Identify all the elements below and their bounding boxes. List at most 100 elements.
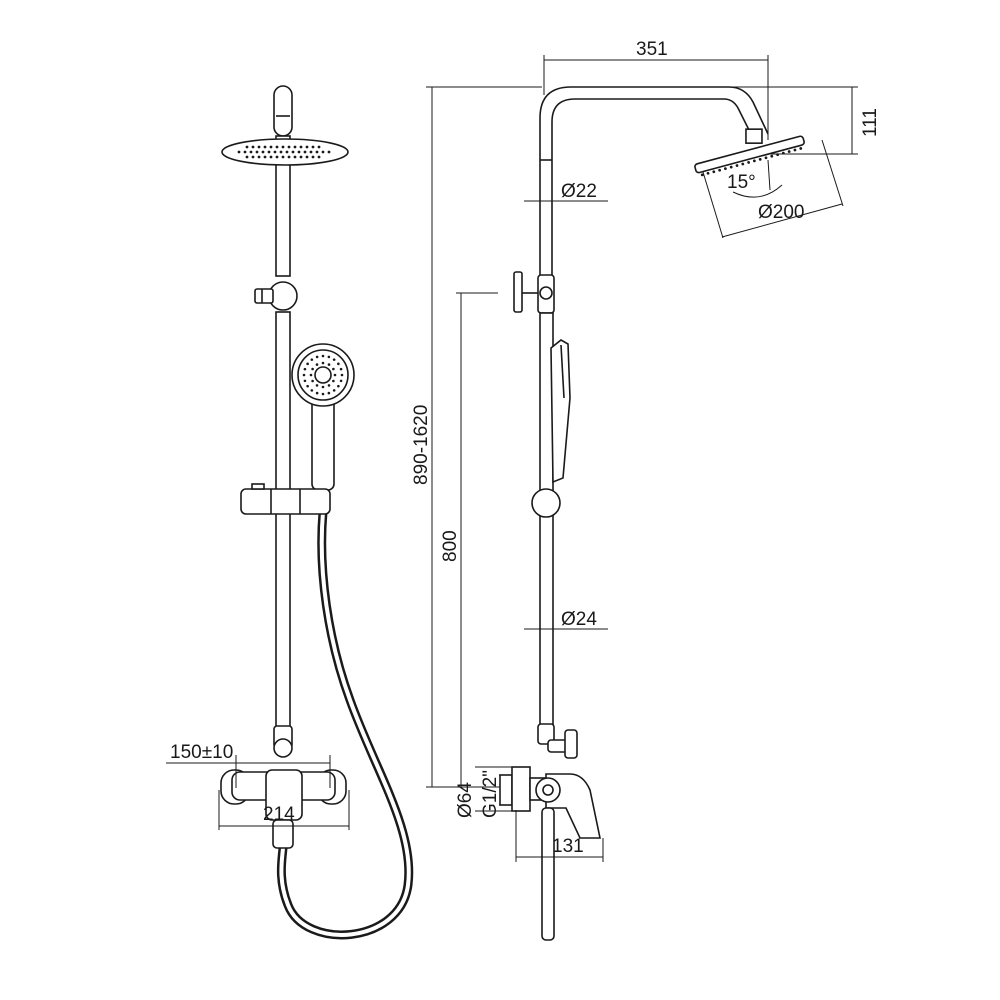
nozzle-dot bbox=[309, 373, 313, 377]
dimension-head-tilt: 15° Ø200 bbox=[702, 139, 844, 239]
nozzle-dot bbox=[287, 155, 291, 159]
nozzle-dot bbox=[303, 379, 307, 383]
nozzle-dot bbox=[700, 173, 704, 177]
nozzle-dot bbox=[327, 384, 331, 387]
mixer-projection-label: 131 bbox=[552, 836, 584, 857]
upper-pipe bbox=[275, 135, 291, 277]
nozzle-dot bbox=[339, 379, 343, 383]
nozzle-dot bbox=[793, 148, 797, 152]
nozzle-dot bbox=[305, 155, 309, 159]
nozzle-dot bbox=[287, 145, 291, 149]
nozzle-dot bbox=[261, 150, 265, 154]
nozzle-dot bbox=[321, 150, 325, 154]
bath-mixer-front[interactable] bbox=[220, 769, 347, 849]
dimension-mixer-projection: 131 bbox=[515, 810, 604, 862]
nozzle-dot bbox=[315, 384, 319, 387]
riser-top-cap bbox=[273, 85, 293, 137]
nozzle-dot bbox=[293, 145, 297, 149]
nozzle-dot bbox=[306, 384, 309, 388]
dimension-head-drop: 111 bbox=[730, 86, 881, 155]
overhead-shower-head-front bbox=[221, 138, 349, 166]
overhead-shower-head-side bbox=[694, 128, 805, 177]
head-tilt-label: 15° bbox=[727, 172, 756, 193]
nozzle-dot bbox=[281, 145, 285, 149]
nozzle-dot bbox=[321, 354, 325, 358]
nozzle-dot bbox=[245, 155, 249, 159]
mixer-side[interactable] bbox=[499, 766, 601, 941]
nozzle-dot bbox=[281, 155, 285, 159]
nozzle-dot bbox=[333, 373, 337, 377]
slider-side[interactable] bbox=[531, 488, 561, 518]
connector-side bbox=[537, 723, 555, 745]
nozzle-dot bbox=[787, 150, 791, 153]
dimension-lower-pipe: Ø24 bbox=[524, 609, 608, 633]
nozzle-dot bbox=[332, 389, 336, 392]
adjustable-height-label: 890-1620 bbox=[411, 405, 432, 485]
diverter-knob-front[interactable] bbox=[254, 281, 298, 311]
nozzle-dot bbox=[249, 150, 253, 154]
dimension-mixer-width: 214 bbox=[218, 790, 350, 830]
nozzle-dot bbox=[275, 155, 279, 159]
dimension-escutcheon: Ø64 G1/2" bbox=[455, 766, 512, 818]
inlet-spacing-label: 150±10 bbox=[170, 742, 233, 763]
nozzle-dot bbox=[310, 389, 314, 392]
nozzle-dot bbox=[279, 150, 283, 154]
diverter-side[interactable] bbox=[513, 271, 555, 314]
nozzle-dot bbox=[311, 379, 314, 383]
front-view: 150±10 214 bbox=[166, 85, 414, 940]
nozzle-dot bbox=[237, 150, 241, 154]
nozzle-dot bbox=[747, 161, 750, 164]
nozzle-dot bbox=[332, 358, 336, 361]
nozzle-dot bbox=[311, 367, 314, 371]
head-drop-label: 111 bbox=[860, 108, 881, 137]
slider-bracket-front[interactable] bbox=[240, 483, 331, 515]
nozzle-dot bbox=[327, 355, 331, 359]
hand-shower-front[interactable] bbox=[291, 343, 355, 491]
nozzle-dot bbox=[311, 145, 315, 149]
nozzle-dot bbox=[267, 150, 271, 154]
nozzle-dot bbox=[285, 150, 289, 154]
nozzle-dot bbox=[275, 145, 279, 149]
diverter-height-label: 800 bbox=[440, 530, 461, 562]
head-diameter-label: Ø200 bbox=[758, 202, 804, 223]
dimension-inlet-spacing: 150±10 bbox=[166, 742, 331, 788]
nozzle-dot bbox=[315, 391, 319, 395]
nozzle-dot bbox=[706, 171, 710, 175]
nozzle-dot bbox=[251, 155, 255, 159]
nozzle-dot bbox=[263, 155, 267, 159]
nozzle-dot bbox=[305, 145, 309, 149]
dimension-diverter-height: 800 bbox=[440, 292, 498, 787]
nozzle-dot bbox=[291, 150, 295, 154]
nozzle-dot bbox=[321, 385, 325, 389]
nozzle-dot bbox=[317, 145, 321, 149]
dimension-upper-pipe: Ø22 bbox=[524, 181, 608, 205]
nozzle-dot bbox=[303, 367, 307, 371]
nozzle-dot bbox=[724, 167, 727, 171]
nozzle-dot bbox=[251, 145, 255, 149]
slide-bar bbox=[275, 311, 291, 733]
nozzle-dot bbox=[299, 145, 303, 149]
shower-arm bbox=[539, 86, 769, 275]
nozzle-dot bbox=[257, 145, 261, 149]
nozzle-dot bbox=[327, 391, 331, 395]
nozzle-dot bbox=[712, 170, 716, 174]
nozzle-dot bbox=[317, 155, 321, 159]
nozzle-dot bbox=[263, 145, 267, 149]
mixer-width-label: 214 bbox=[263, 804, 295, 825]
nozzle-dot bbox=[311, 155, 315, 159]
nozzle-dot bbox=[764, 156, 768, 160]
nozzle-dot bbox=[243, 150, 247, 154]
nozzle-dot bbox=[302, 373, 306, 377]
nozzle-dot bbox=[293, 155, 297, 159]
nozzle-dot bbox=[315, 363, 319, 366]
nozzle-dot bbox=[273, 150, 277, 154]
nozzle-dot bbox=[306, 362, 309, 366]
lower-pipe-diameter-label: Ø24 bbox=[561, 609, 597, 630]
nozzle-dot bbox=[321, 392, 325, 396]
nozzle-dot bbox=[255, 150, 259, 154]
nozzle-dot bbox=[752, 159, 756, 163]
upper-pipe-diameter-label: Ø22 bbox=[561, 181, 597, 202]
nozzle-dot bbox=[332, 379, 335, 383]
nozzle-dot bbox=[735, 164, 739, 167]
dimension-adjustable-height: 890-1620 bbox=[411, 86, 542, 788]
